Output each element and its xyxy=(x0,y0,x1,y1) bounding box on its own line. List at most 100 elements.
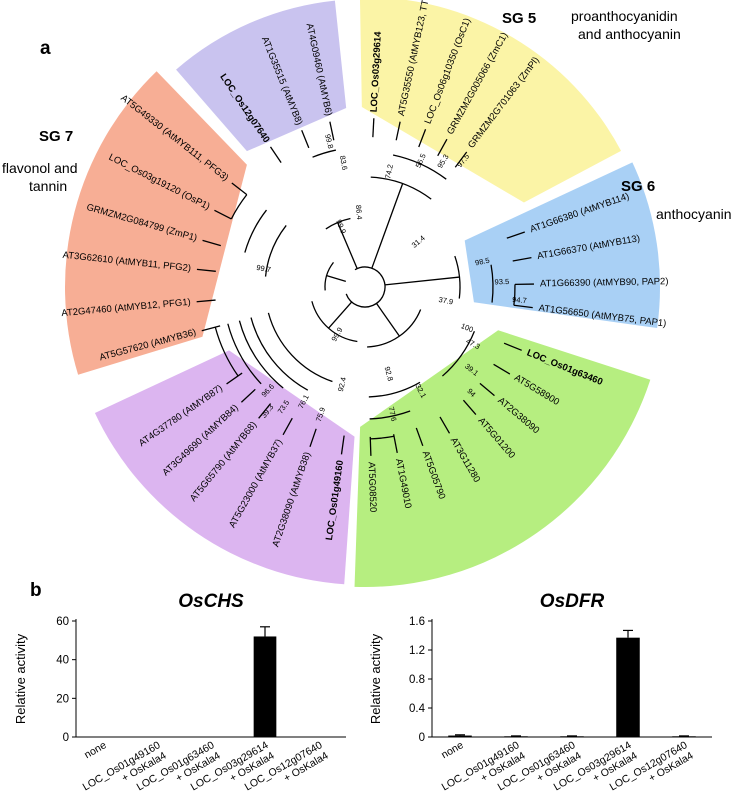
tree-branch xyxy=(264,225,287,277)
sg6-label: SG 6 xyxy=(621,178,655,195)
wedge-sg7 xyxy=(64,71,247,375)
tree-branch xyxy=(437,138,448,157)
bootstrap-value: 99.9 xyxy=(330,326,345,343)
tree-branch xyxy=(368,381,421,398)
tree-branch xyxy=(493,363,511,375)
y-axis-label: Relative activity xyxy=(13,633,28,724)
x-tick-label-line: none xyxy=(82,739,108,761)
chart-title: OsCHS xyxy=(178,591,244,612)
bootstrap-value: 93.5 xyxy=(494,277,509,287)
panel-label-a: a xyxy=(40,38,51,59)
tree-branch xyxy=(240,388,256,403)
tree-branch xyxy=(267,312,333,383)
bootstrap-value: 99.7 xyxy=(256,263,272,274)
sg7-label: SG 7 xyxy=(39,128,73,145)
tree-branch xyxy=(214,326,239,377)
tree-branch xyxy=(506,231,526,239)
bootstrap-value: 75.9 xyxy=(314,406,327,423)
tree-branch xyxy=(369,436,372,456)
tree-branch xyxy=(326,275,347,282)
x-tick-label: none xyxy=(82,739,108,761)
tree-branch xyxy=(395,121,401,141)
tree-branch xyxy=(439,416,451,434)
tree-branch xyxy=(503,342,522,351)
tree-branch xyxy=(418,128,427,148)
tree-branch xyxy=(441,330,476,377)
bootstrap-value: 83.6 xyxy=(338,155,349,171)
tree-branch xyxy=(512,257,532,262)
y-tick-label: 60 xyxy=(56,616,69,628)
tree-branch xyxy=(258,403,272,419)
tree-branch xyxy=(196,268,216,272)
bar xyxy=(253,636,277,737)
bootstrap-value: 100 xyxy=(460,321,475,334)
tree-branch xyxy=(301,130,310,149)
tree-branch xyxy=(375,303,400,337)
bootstrap-value: 99.8 xyxy=(323,133,335,149)
tree-leaf-label: LOC_Os03g29614 xyxy=(369,31,384,113)
tree-branches xyxy=(196,118,534,456)
tree-branch xyxy=(329,121,335,141)
sg6-description: anthocyanin xyxy=(656,206,732,222)
subgroup-wedges xyxy=(64,0,660,587)
y-tick-label: 1.6 xyxy=(409,616,425,628)
tree-branch xyxy=(479,382,495,397)
y-tick-label: 20 xyxy=(56,693,69,705)
y-tick-label: 1.2 xyxy=(409,645,425,657)
bootstrap-value: 92.8 xyxy=(383,366,395,382)
tree-branch xyxy=(340,435,345,455)
x-tick-label-line: none xyxy=(439,739,465,761)
tree-branch xyxy=(372,118,375,138)
tree-branch xyxy=(196,299,216,303)
tree-branch xyxy=(384,276,460,286)
wedge-sg6 xyxy=(464,162,660,329)
sg5-label: SG 5 xyxy=(502,10,536,27)
panel-label-b: b xyxy=(30,580,42,601)
y-tick-label: 0.8 xyxy=(409,674,425,686)
tree-branch xyxy=(231,182,248,196)
tree-branch xyxy=(202,239,221,247)
tree-branch xyxy=(392,154,447,180)
bar xyxy=(560,736,584,737)
y-tick-label: 40 xyxy=(56,655,69,667)
sg7-description-line1: flavonol and xyxy=(2,160,78,176)
tree-branch xyxy=(337,222,358,269)
tree-branch xyxy=(513,304,533,309)
y-axis-label: Relative activity xyxy=(368,633,383,724)
sg5-description-line2: and anthocyanin xyxy=(578,26,681,42)
bootstrap-value: 99.9 xyxy=(334,218,348,235)
tree-branch xyxy=(370,435,395,440)
y-tick-label: 0 xyxy=(419,732,425,744)
tree-branch xyxy=(238,320,284,389)
tree-branch xyxy=(370,176,432,200)
bar xyxy=(448,735,472,737)
tree-branch xyxy=(371,183,404,269)
tree-branch xyxy=(250,317,309,391)
x-tick-label: none xyxy=(439,739,465,761)
tree-branch xyxy=(269,146,282,164)
bar xyxy=(616,637,640,737)
wedge-lilac xyxy=(176,0,347,152)
tree-branch xyxy=(513,284,516,306)
tree-leaf-label: AT5G08520 xyxy=(366,462,379,513)
tree-branch xyxy=(392,434,398,454)
tree-branch xyxy=(462,399,477,415)
tree-branch xyxy=(415,427,424,447)
tree-branch xyxy=(454,151,468,168)
y-tick-label: 0 xyxy=(63,732,69,744)
tree-branch xyxy=(309,428,317,448)
tree-branch xyxy=(328,301,353,329)
tree-branch xyxy=(345,266,386,308)
y-tick-label: 0.4 xyxy=(409,703,426,715)
sg5-description-line1: proanthocyanidin xyxy=(571,8,678,24)
bootstrap-value: 92.4 xyxy=(336,376,348,392)
bootstrap-value: 37.9 xyxy=(438,295,454,306)
bar xyxy=(672,736,696,737)
wedge-green xyxy=(354,330,651,587)
bootstrap-value: 74.2 xyxy=(383,163,395,179)
bar xyxy=(504,736,528,737)
bootstrap-value: 86.4 xyxy=(354,205,364,220)
